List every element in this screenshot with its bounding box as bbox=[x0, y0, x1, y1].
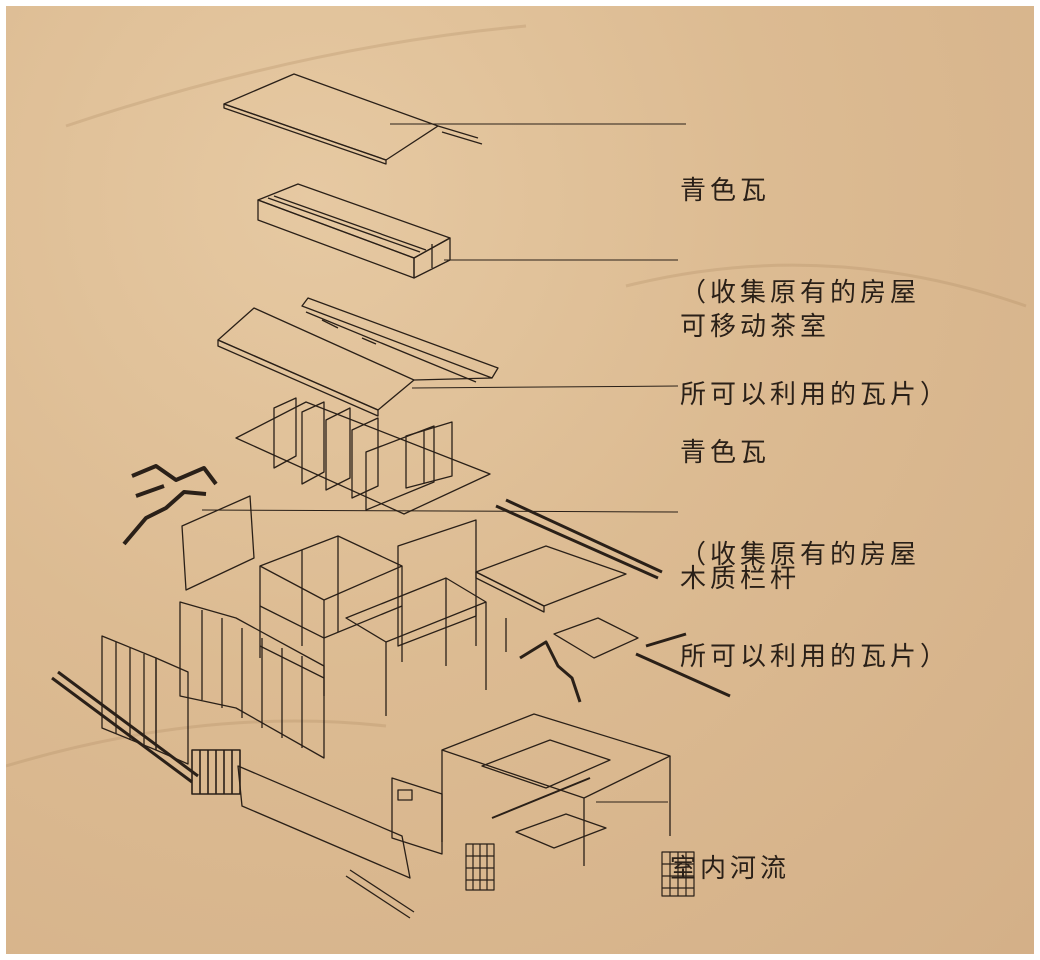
upper-right-wall bbox=[397, 519, 477, 647]
wooden-railing bbox=[495, 498, 663, 580]
label-tea-room-text: 可移动茶室 bbox=[680, 312, 831, 342]
leader-lines bbox=[201, 123, 686, 803]
paper-background: 青色瓦 （收集原有的房屋 所可以利用的瓦片） 可移动茶室 青色瓦 （收集原有的房… bbox=[6, 6, 1034, 954]
label-roof-tile-mid-line1: 青色瓦 bbox=[680, 438, 771, 468]
wooden-spiral-stair bbox=[122, 464, 218, 546]
upper-floor-partitions bbox=[235, 397, 491, 515]
movable-tea-room bbox=[257, 183, 451, 279]
glass-panel bbox=[181, 495, 255, 591]
left-louvered-facade bbox=[101, 635, 189, 765]
long-facade-walls bbox=[179, 601, 325, 759]
middle-roof-tile-and-truss bbox=[217, 297, 499, 417]
paper-texture bbox=[6, 24, 1027, 768]
top-roof-tile-slab bbox=[223, 73, 483, 165]
label-roof-tile-top-line3: 所可以利用的瓦片） bbox=[680, 380, 951, 410]
exploded-axonometric-drawing bbox=[6, 24, 1027, 919]
label-railing-text: 木质栏杆 bbox=[680, 564, 801, 594]
label-roof-tile-top-line2: （收集原有的房屋 bbox=[680, 278, 921, 308]
small-stair bbox=[519, 640, 582, 703]
lower-right-railing bbox=[635, 632, 731, 698]
label-roof-tile-mid-line2: （收集原有的房屋 bbox=[680, 540, 921, 570]
label-railing: 木质栏杆 bbox=[680, 494, 800, 664]
label-tea-room: 可移动茶室 bbox=[680, 242, 830, 412]
wood-screen-left bbox=[191, 749, 241, 795]
ground-rail-left bbox=[51, 670, 199, 784]
indoor-river-curve bbox=[491, 777, 591, 819]
label-indoor-river: 室内河流 bbox=[670, 784, 790, 954]
label-roof-tile-top-line1: 青色瓦 bbox=[680, 176, 771, 206]
courtyard-with-river bbox=[391, 713, 671, 866]
label-indoor-river-text: 室内河流 bbox=[670, 854, 791, 884]
label-roof-tile-mid: 青色瓦 （收集原有的房屋 所可以利用的瓦片） bbox=[680, 368, 950, 742]
label-roof-tile-mid-line3: 所可以利用的瓦片） bbox=[680, 642, 951, 672]
ground-floor-slab bbox=[237, 765, 415, 919]
main-frame-structure bbox=[259, 535, 487, 716]
lattice-screen-bottom-left bbox=[465, 843, 495, 891]
lattice-screen-bottom-right bbox=[661, 851, 695, 897]
label-roof-tile-top: 青色瓦 （收集原有的房屋 所可以利用的瓦片） bbox=[680, 106, 950, 480]
right-platform bbox=[475, 545, 639, 659]
